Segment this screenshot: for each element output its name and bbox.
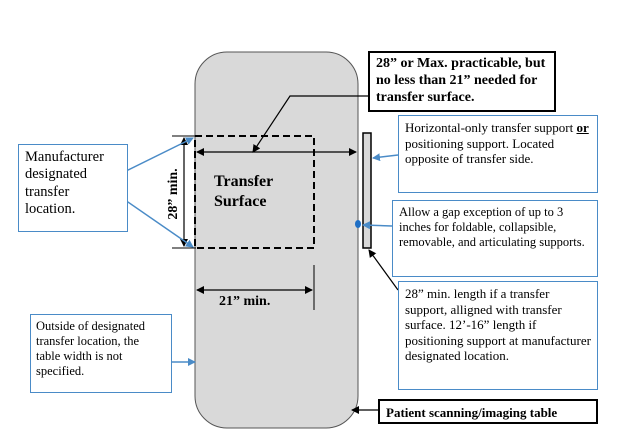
- manufacturer-location-callout: Manufacturer designated transfer locatio…: [18, 144, 128, 232]
- support-bar: [362, 132, 372, 249]
- gap-exception-callout: Allow a gap exception of up to 3 inches …: [392, 200, 598, 277]
- support-type-callout: Horizontal-only transfer support or posi…: [398, 115, 598, 193]
- support-type-leader: [372, 153, 399, 162]
- table-label: Patient scanning/imaging table: [378, 399, 598, 424]
- support-length-callout: 28” min. length if a transfer support, a…: [398, 281, 598, 390]
- vertical-min-label: 28” min.: [166, 168, 181, 220]
- support-type-emph: or: [576, 120, 589, 135]
- gap-leader: [362, 221, 393, 230]
- support-length-leader: [368, 249, 399, 291]
- transfer-width-leader: [252, 95, 368, 153]
- transfer-width-callout: 28” or Max. practicable, but no less tha…: [368, 51, 556, 112]
- gap-dot: [355, 220, 361, 228]
- transfer-surface-title: Transfer Surface: [214, 173, 273, 210]
- outside-location-callout: Outside of designated transfer location,…: [30, 314, 172, 393]
- support-type-text-post: positioning support. Located opposite of…: [405, 135, 555, 167]
- horizontal-min-label: 21” min.: [219, 294, 271, 309]
- patient-table: [194, 51, 359, 429]
- transfer-location-dashed-box: [194, 135, 315, 249]
- support-type-text-pre: Horizontal-only transfer support: [405, 120, 577, 135]
